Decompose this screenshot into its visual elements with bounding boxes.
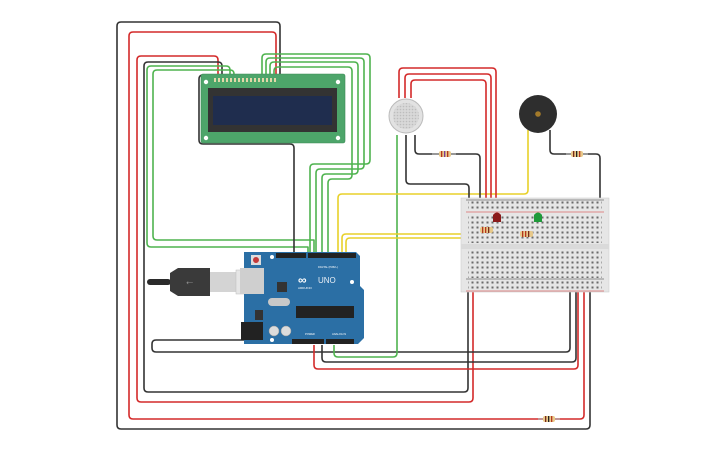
arduino-chip-small <box>277 282 287 292</box>
wire-black[interactable] <box>116 21 591 430</box>
arduino-model-label: UNO <box>318 276 336 285</box>
arduino-brand-label: ARDUINO <box>298 286 313 290</box>
lcd-mount-hole <box>335 79 341 85</box>
arduino-power-jack <box>241 322 263 340</box>
breadboard-divider <box>461 244 609 249</box>
arduino-power-header <box>292 339 324 344</box>
resistors <box>432 151 588 422</box>
lcd-display[interactable] <box>200 73 346 144</box>
resistor[interactable] <box>432 151 456 157</box>
arduino-analog-label: ANALOG IN <box>332 332 346 336</box>
lcd-pin-header <box>214 78 276 82</box>
breadboard-rail-bottom <box>468 281 602 290</box>
led-green[interactable] <box>534 212 542 223</box>
arduino-infinity-logo: ∞ <box>298 273 307 287</box>
wire-green[interactable] <box>273 66 353 255</box>
wire-black[interactable] <box>549 130 601 205</box>
wire-black[interactable] <box>143 61 469 393</box>
breadboard[interactable] <box>460 197 610 293</box>
wires <box>116 21 601 430</box>
buzzer-center <box>535 111 541 117</box>
wire-black[interactable] <box>151 290 571 353</box>
gas-sensor[interactable] <box>388 98 424 134</box>
wire-green[interactable] <box>269 61 359 255</box>
arduino-atmega-chip <box>296 306 354 318</box>
usb-icon: ⭠ <box>186 277 193 287</box>
usb-plug-body <box>170 268 210 296</box>
resistor[interactable] <box>538 416 560 422</box>
wire-green[interactable] <box>152 69 315 255</box>
wire-red[interactable] <box>398 67 497 205</box>
wire-green[interactable] <box>261 53 371 255</box>
arduino-analog-header <box>326 339 354 344</box>
resistor[interactable] <box>566 151 588 157</box>
arduino-uno[interactable]: ∞ UNO ARDUINO DIGITAL (PWM~) POWER ANALO… <box>240 252 364 344</box>
arduino-capacitor <box>268 325 280 337</box>
lcd-mount-hole <box>203 79 209 85</box>
piezo-buzzer[interactable] <box>519 95 557 133</box>
resistor[interactable] <box>520 231 533 237</box>
wire-black[interactable] <box>405 135 470 205</box>
breadboard-terminals-bottom <box>468 250 602 278</box>
arduino-mount-hole <box>270 338 274 342</box>
wire-green[interactable] <box>265 57 365 255</box>
wire-green[interactable] <box>146 65 309 255</box>
led-red[interactable] <box>493 212 501 223</box>
arduino-mount-hole <box>270 255 274 259</box>
wire-red[interactable] <box>404 73 492 205</box>
usb-plug-metal <box>210 272 236 292</box>
arduino-digital-header <box>276 253 306 258</box>
wire-red[interactable] <box>313 290 579 370</box>
lcd-mount-hole <box>203 135 209 141</box>
arduino-usb-jack <box>240 268 264 294</box>
reset-button-cap <box>253 257 259 263</box>
wire-green[interactable] <box>333 135 398 358</box>
usb-cable-wire <box>147 279 171 285</box>
wire-red[interactable] <box>136 55 474 403</box>
arduino-power-label: POWER <box>305 332 315 336</box>
wire-black[interactable] <box>321 290 577 363</box>
gas-sensor-mesh <box>393 103 419 129</box>
arduino-digital-label: DIGITAL (PWM~) <box>318 265 338 269</box>
lcd-mount-hole <box>335 135 341 141</box>
arduino-regulator <box>255 310 263 320</box>
arduino-crystal <box>268 298 290 306</box>
wire-yellow[interactable] <box>337 130 529 255</box>
arduino-board <box>244 252 364 344</box>
arduino-capacitor <box>280 325 292 337</box>
lcd-screen <box>213 96 332 125</box>
arduino-digital-header <box>308 253 356 258</box>
wire-black[interactable] <box>198 74 295 255</box>
arduino-mount-hole <box>350 280 354 284</box>
wire-yellow[interactable] <box>345 237 540 255</box>
wire-yellow[interactable] <box>341 233 486 255</box>
resistor[interactable] <box>480 227 493 233</box>
wire-red[interactable] <box>128 31 585 420</box>
breadboard-rail-top <box>468 201 602 211</box>
wire-red[interactable] <box>410 79 487 205</box>
